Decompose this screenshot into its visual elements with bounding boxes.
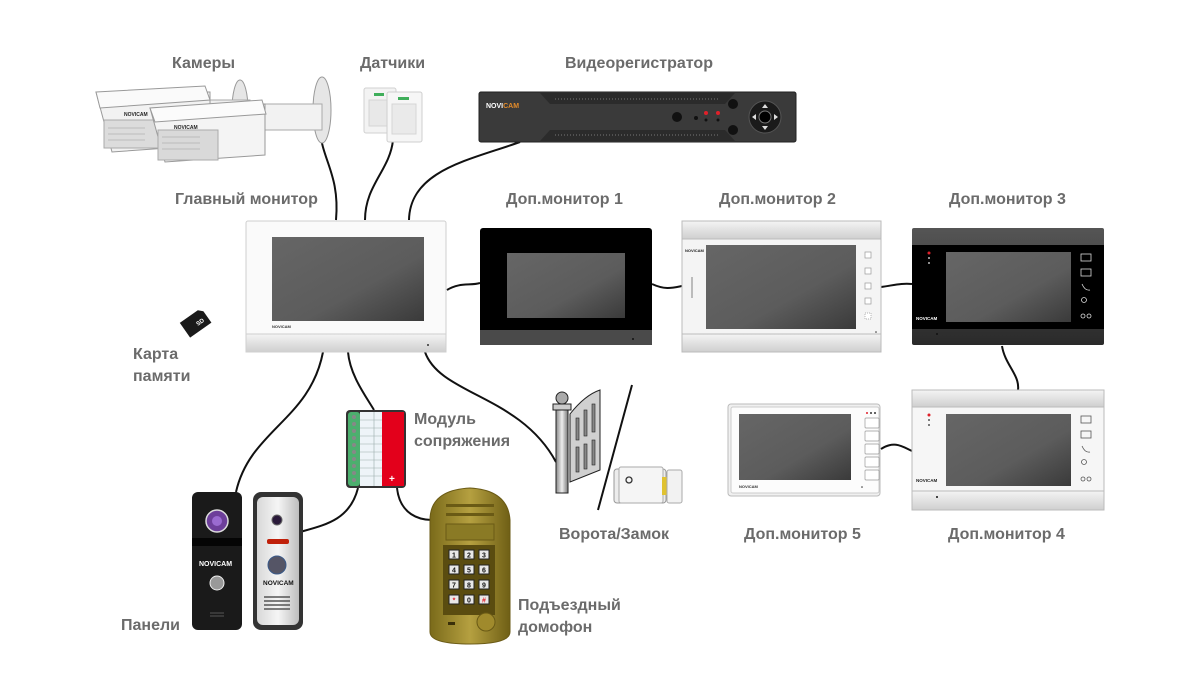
keypad-key-label: 4 bbox=[452, 568, 456, 575]
keypad-key bbox=[478, 549, 490, 560]
keypad-key bbox=[448, 549, 460, 560]
keypad-key-label: 3 bbox=[482, 553, 486, 560]
keypad-key bbox=[478, 594, 490, 605]
gate-icon bbox=[552, 389, 601, 494]
label-dvr: Видеорегистратор bbox=[565, 55, 713, 72]
label-monitor-2: Доп.монитор 2 bbox=[719, 191, 836, 208]
svg-text:NOVICAM: NOVICAM bbox=[916, 316, 938, 321]
keypad-key bbox=[463, 564, 475, 575]
label-intercom-1: Подъездный bbox=[518, 597, 621, 614]
keypad-key-label: 9 bbox=[482, 583, 486, 590]
gate-lock-divider bbox=[597, 384, 633, 511]
cable-dvr-main bbox=[408, 141, 521, 221]
label-monitor-3: Доп.монитор 3 bbox=[949, 191, 1066, 208]
monitor-1-icon bbox=[480, 228, 652, 345]
keypad-key-label: 7 bbox=[452, 583, 456, 590]
keypad-key-label: 6 bbox=[482, 568, 486, 575]
label-monitor-1: Доп.монитор 1 bbox=[506, 191, 623, 208]
label-main-monitor: Главный монитор bbox=[175, 191, 318, 208]
label-module-2: сопряжения bbox=[414, 433, 511, 450]
keypad-key bbox=[463, 579, 475, 590]
cable-module-panel2 bbox=[299, 487, 359, 533]
cable-sensors-main bbox=[364, 139, 394, 221]
svg-text:NOVICAM: NOVICAM bbox=[174, 125, 198, 131]
dvr-icon: NOVICAM bbox=[478, 91, 797, 143]
keypad-key-label: 8 bbox=[467, 583, 471, 590]
svg-text:+: + bbox=[389, 474, 395, 485]
label-monitor-5: Доп.монитор 5 bbox=[744, 526, 861, 543]
keypad-key-label: 5 bbox=[467, 568, 471, 575]
cable-main-panel1 bbox=[235, 351, 324, 493]
call-panel-2-icon: NOVICAM bbox=[253, 492, 303, 630]
keypad-key-label: * bbox=[453, 598, 456, 605]
entrance-intercom-icon: 1 2 3 4 5 6 7 8 9 * 0 # bbox=[429, 487, 511, 645]
keypad-key-label: 2 bbox=[467, 553, 471, 560]
monitor-5-icon: NOVICAM bbox=[727, 403, 881, 497]
keypad-key bbox=[463, 549, 475, 560]
svg-text:NOVICAM: NOVICAM bbox=[685, 248, 705, 253]
label-sensors: Датчики bbox=[360, 55, 426, 72]
svg-text:NOVICAM: NOVICAM bbox=[272, 324, 292, 329]
lock-icon bbox=[613, 466, 683, 504]
keypad-key bbox=[478, 564, 490, 575]
cameras-icon: NOVICAM NOVICAM bbox=[95, 76, 332, 163]
interface-module-icon: + bbox=[346, 410, 406, 488]
monitor-2-icon: NOVICAM bbox=[681, 220, 882, 353]
keypad-key bbox=[448, 594, 460, 605]
monitor-4-icon: NOVICAM bbox=[911, 389, 1105, 511]
keypad-key bbox=[448, 579, 460, 590]
memory-card-icon: SD bbox=[179, 310, 212, 338]
call-panel-1-icon: NOVICAM bbox=[192, 492, 242, 630]
cable-main-module bbox=[347, 351, 375, 411]
keypad-key-label: 0 bbox=[467, 598, 471, 605]
svg-text:NOVICAM: NOVICAM bbox=[124, 112, 148, 118]
cable-module-intercom bbox=[396, 487, 433, 521]
intercom-keypad: 1 2 3 4 5 6 7 8 9 * 0 # bbox=[448, 549, 490, 605]
label-panels: Панели bbox=[121, 617, 180, 634]
svg-text:NOVICAM: NOVICAM bbox=[263, 580, 294, 587]
svg-text:NOVICAM: NOVICAM bbox=[739, 484, 759, 489]
cable-main-mon1 bbox=[446, 282, 481, 291]
cable-mon1-mon2 bbox=[651, 283, 683, 289]
main-monitor-icon: NOVICAM bbox=[245, 220, 447, 353]
label-gate-lock: Ворота/Замок bbox=[559, 526, 669, 543]
cable-mon3-mon4 bbox=[1001, 345, 1020, 391]
keypad-key bbox=[463, 594, 475, 605]
label-memory-card-2: памяти bbox=[133, 368, 191, 385]
keypad-key bbox=[478, 579, 490, 590]
label-intercom-2: домофон bbox=[518, 619, 593, 636]
cable-camera-main bbox=[319, 129, 338, 221]
label-monitor-4: Доп.монитор 4 bbox=[948, 526, 1065, 543]
keypad-key-label: 1 bbox=[452, 553, 456, 560]
svg-text:NOVICAM: NOVICAM bbox=[199, 561, 232, 568]
sensors-icon bbox=[363, 87, 423, 143]
cable-main-gate bbox=[424, 351, 557, 463]
cable-mon4-mon5 bbox=[880, 443, 913, 452]
svg-text:NOVICAM: NOVICAM bbox=[486, 103, 519, 110]
label-cameras: Камеры bbox=[172, 55, 236, 72]
keypad-key-label: # bbox=[482, 598, 486, 605]
label-module-1: Модуль bbox=[414, 411, 476, 428]
cables bbox=[235, 129, 1020, 533]
cable-mon2-mon3 bbox=[880, 282, 913, 288]
label-memory-card-1: Карта bbox=[133, 346, 179, 363]
monitor-3-icon: NOVICAM bbox=[912, 228, 1104, 345]
keypad-key bbox=[448, 564, 460, 575]
svg-text:NOVICAM: NOVICAM bbox=[916, 478, 938, 483]
sd-card-text: SD bbox=[196, 318, 207, 328]
